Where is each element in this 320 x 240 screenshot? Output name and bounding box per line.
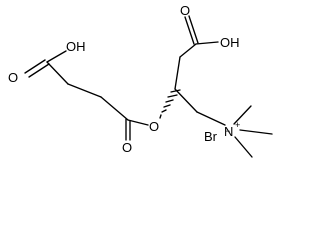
bond-chiral-to-ch2-n	[174, 88, 198, 113]
bond-n-methyl-up	[233, 105, 252, 125]
bond-n-methyl-down	[234, 136, 253, 158]
label-br: Br	[204, 129, 218, 144]
stereo-hash-bond	[159, 89, 181, 119]
bond-cooh-left-to-oh	[46, 50, 67, 63]
atom-labels: OH O O O O OH Br − N +	[8, 3, 240, 155]
bond-cooh-top-double-o-b	[188, 15, 199, 44]
label-o-ester-carbonyl: O	[122, 140, 132, 155]
bond-ester-c-o	[127, 119, 149, 126]
bond-cooh-left-double-o-b	[28, 63, 50, 78]
bond-cooh-top-double-o-a	[184, 16, 195, 45]
bond-chain-2	[67, 83, 102, 98]
bond-n-methyl-right	[239, 129, 273, 135]
bond-cooh-left-double-o-a	[24, 59, 46, 74]
label-oh-left: OH	[66, 39, 86, 54]
bond-ch2-to-cooh	[179, 43, 197, 58]
bond-chain-3	[100, 96, 129, 121]
label-n: N	[224, 124, 233, 139]
bonds	[24, 15, 273, 158]
label-oh-top: OH	[220, 35, 240, 50]
label-o-ester: O	[149, 119, 159, 134]
label-o-acid-top: O	[180, 3, 190, 18]
bond-chiral-to-ch2	[174, 56, 181, 90]
bond-chain-1	[46, 61, 69, 85]
structural-formula: OH O O O O OH Br − N +	[8, 3, 273, 158]
label-o-left: O	[8, 70, 18, 85]
bond-ch2-to-n	[196, 111, 226, 126]
label-br-charge: −	[225, 126, 230, 136]
bond-cooh-top-to-oh	[195, 41, 219, 45]
label-n-charge: +	[235, 120, 240, 130]
